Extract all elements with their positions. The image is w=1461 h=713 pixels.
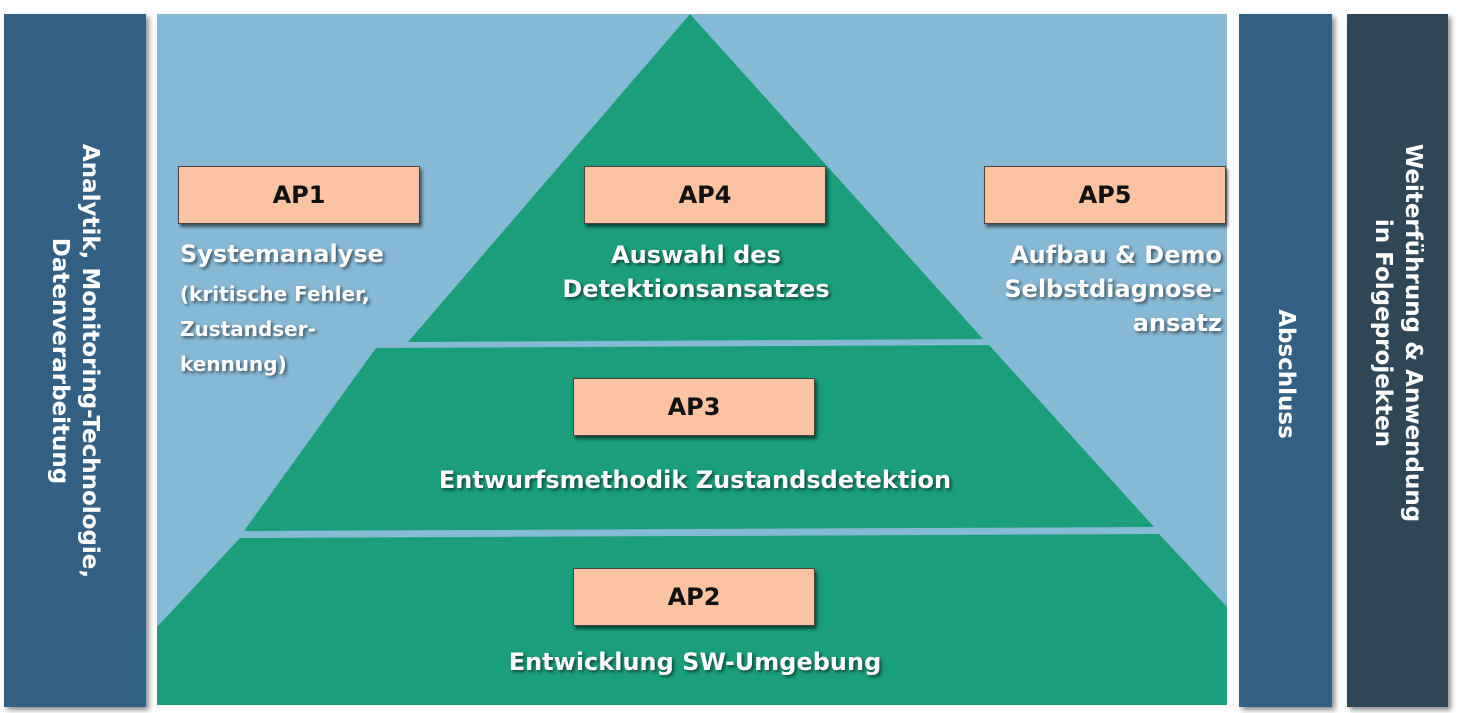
ap3-code: AP3 [667, 393, 721, 421]
ap4-code: AP4 [678, 181, 732, 209]
left-bar-label-line-1: Analytik, Monitoring-Technologie, [77, 143, 103, 578]
follow-up-label-line-1: Weiterführung & Anwendung [1399, 143, 1426, 522]
ap5-box: AP5 [984, 166, 1226, 224]
follow-up-label-line-2: in Folgeprojekten [1369, 218, 1396, 447]
left-bar-label: Analytik, Monitoring-Technologie, Datenv… [45, 143, 105, 577]
ap3-box: AP3 [573, 378, 815, 436]
ap2-title: Entwicklung SW-Umgebung [508, 648, 882, 676]
ap5-code: AP5 [1078, 181, 1132, 209]
ap4-title: Auswahl des Detektionsansatzes [536, 238, 856, 306]
ap4-box: AP4 [584, 166, 826, 224]
ap4-title-line-1: Auswahl des [611, 241, 781, 269]
ap1-box: AP1 [178, 166, 420, 224]
ap1-code: AP1 [272, 181, 326, 209]
ap2-box: AP2 [573, 568, 815, 626]
follow-up-label: Weiterführung & Anwendung in Folgeprojek… [1368, 144, 1428, 522]
ap4-title-line-2: Detektionsansatzes [562, 275, 830, 303]
ap5-title-line-3: ansatz [1132, 309, 1222, 337]
ap1-detail: (kritische Fehler, Zustandser- kennung) [180, 277, 370, 382]
ap1-detail-line-1: (kritische Fehler, [180, 282, 370, 306]
pyramid-middle-tier [244, 345, 1154, 531]
left-side-bar: Analytik, Monitoring-Technologie, Datenv… [4, 14, 146, 707]
ap1-detail-line-2: Zustandser- [180, 317, 316, 341]
ap3-title: Entwurfsmethodik Zustandsdetektion [438, 466, 952, 494]
ap2-code: AP2 [667, 583, 721, 611]
abschluss-bar: Abschluss [1239, 14, 1332, 707]
abschluss-label: Abschluss [1272, 309, 1299, 440]
ap1-detail-line-3: kennung) [180, 352, 287, 376]
ap5-title-line-2: Selbstdiagnose- [1004, 275, 1222, 303]
ap5-title: Aufbau & Demo Selbstdiagnose- ansatz [960, 238, 1222, 340]
ap1-title: Systemanalyse [180, 240, 384, 268]
left-bar-label-line-2: Datenverarbeitung [47, 237, 73, 484]
ap5-title-line-1: Aufbau & Demo [1010, 241, 1222, 269]
follow-up-bar: Weiterführung & Anwendung in Folgeprojek… [1347, 14, 1448, 707]
